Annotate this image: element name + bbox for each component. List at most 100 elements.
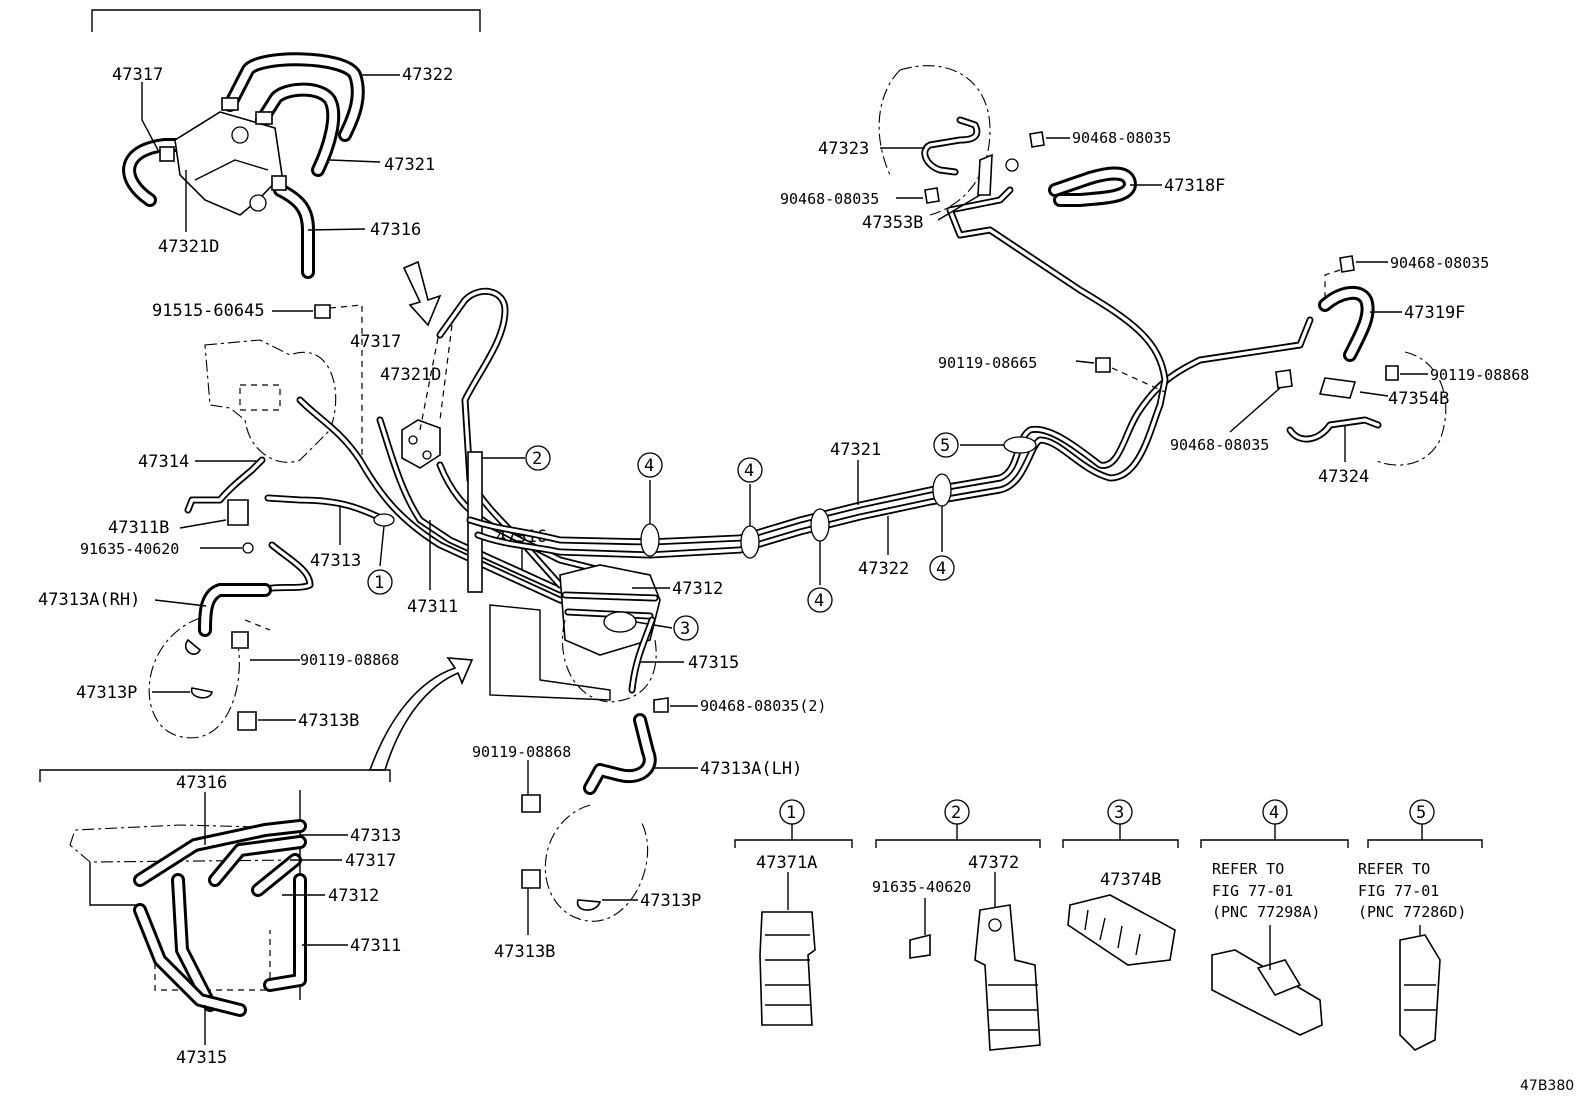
- label-90119-08868-left: 90119-08868: [300, 651, 399, 669]
- label-90468-08035-r3: 90468-08035: [1390, 254, 1489, 272]
- clip-90468-r3-icon: [1339, 255, 1355, 273]
- label-90468-08035-r2: 90468-08035: [780, 190, 879, 208]
- callout-4b-icon: [737, 457, 763, 483]
- label-inset-47312: 47312: [328, 886, 379, 906]
- bolt-91515-icon: [314, 304, 331, 319]
- callout-3-icon: [673, 615, 699, 641]
- label-47315-mid: 47315: [688, 653, 739, 673]
- clamp-77298A-shape: [1211, 949, 1323, 1036]
- label-inset-47315: 47315: [176, 1048, 227, 1068]
- label-47311B: 47311B: [108, 518, 169, 538]
- label-inset-47316: 47316: [176, 773, 227, 793]
- label-47314: 47314: [138, 452, 189, 472]
- label-inset-47317: 47317: [345, 851, 396, 871]
- master-cylinder-area: 91515-60645 47317 47321D 47314 47311B 91…: [80, 260, 453, 571]
- label-47353B: 47353B: [862, 213, 923, 233]
- label-90468-08035-r4: 90468-08035: [1170, 436, 1269, 454]
- lh-knuckle-outline: [544, 804, 649, 922]
- bolt-47313B-lh-icon: [521, 869, 541, 889]
- label-47321D-mid: 47321D: [380, 365, 441, 385]
- callout-2-icon: [525, 445, 551, 471]
- callout-5-text: 5: [940, 436, 950, 456]
- clamp-77286D-shape: [1399, 934, 1441, 1051]
- clamp-47372-shape: [974, 904, 1041, 1051]
- label-47313P-lh: 47313P: [640, 891, 701, 911]
- legend-2-bolt-icon: [909, 933, 931, 959]
- label-inset-47311: 47311: [350, 936, 401, 956]
- clamp-4a-marker: [640, 523, 660, 557]
- bundle-inset: 47316 47313 47317 47312 47311 47315: [39, 769, 401, 1068]
- rear-lower: 90468-08035 47319F 90119-08665 90119-088…: [938, 254, 1529, 487]
- rh-knuckle-outline: [148, 617, 240, 739]
- clip-90468-r4-icon: [1275, 369, 1293, 389]
- legend-5-line3: (PNC 77286D): [1358, 903, 1466, 921]
- label-47318F: 47318F: [1164, 176, 1225, 196]
- bracket-47354B: [1318, 377, 1357, 399]
- bolt-90119-lh-icon: [521, 794, 541, 813]
- legend-1-part: 47371A: [756, 853, 817, 873]
- label-91515-60645: 91515-60645: [152, 301, 265, 321]
- bolt-47313B-rh-icon: [237, 711, 257, 731]
- label-47312-mid: 47312: [672, 579, 723, 599]
- label-inset-47313: 47313: [350, 826, 401, 846]
- callout-1-text: 1: [374, 573, 384, 593]
- lh-front-hose: 47313A(LH) 90119-08868 47313P 47313B: [472, 713, 802, 962]
- callout-4d-text: 4: [936, 559, 946, 579]
- label-47321D-top: 47321D: [158, 237, 219, 257]
- callout-4a-text: 4: [644, 456, 654, 476]
- inset-bracket-top: [91, 9, 481, 32]
- callout-4b-text: 4: [744, 461, 754, 481]
- callout-2-text: 2: [532, 449, 542, 469]
- clip-47313P-lh: [576, 899, 602, 911]
- label-47322-main: 47322: [858, 559, 909, 579]
- label-47313B-lh: 47313B: [494, 942, 555, 962]
- clip-90468-r1-icon: [1029, 131, 1045, 148]
- callout-4c-icon: [807, 587, 833, 613]
- label-47316-top: 47316: [370, 220, 421, 240]
- label-47323: 47323: [818, 139, 869, 159]
- pipe-47314: [184, 456, 266, 514]
- bolt-90119-08665-icon: [1095, 357, 1111, 373]
- label-90468-08035-2: 90468-08035(2): [700, 697, 826, 715]
- rear-upper: 47323 90468-08035 90468-08035 47353B 473…: [780, 65, 1225, 233]
- label-47319F: 47319F: [1404, 303, 1465, 323]
- clamp-5-marker: [1003, 436, 1037, 454]
- clamp-4c-marker: [810, 508, 830, 542]
- clip-90468-icon: [653, 697, 669, 713]
- label-90468-08035-r1: 90468-08035: [1072, 129, 1171, 147]
- label-90119-08868-r: 90119-08868: [1430, 366, 1529, 384]
- label-47313A-RH: 47313A(RH): [38, 590, 140, 610]
- legend-5-num: 5: [1416, 803, 1426, 823]
- inset-bracket-bottom: [39, 769, 391, 782]
- inset-arrow-icon: [368, 657, 474, 771]
- legend-4-line1: REFER TO: [1212, 860, 1284, 878]
- pipe-bundle: 47311 47316 1 2 47312 3 47315 90468-0: [296, 287, 826, 771]
- legend-4-line3: (PNC 77298A): [1212, 903, 1320, 921]
- callout-4a-icon: [637, 452, 663, 478]
- legend-2-bolt: 91635-40620: [872, 878, 971, 896]
- clamp-4b-marker: [740, 525, 760, 559]
- label-47324: 47324: [1318, 467, 1369, 487]
- label-47354B: 47354B: [1388, 389, 1449, 409]
- bracket-47353B: [977, 153, 993, 196]
- callout-1-icon: [367, 569, 393, 595]
- clamp-legend: 1 47371A 2 47372 91635-40620 3 47374B 4 …: [734, 799, 1483, 1051]
- label-47313A-LH: 47313A(LH): [700, 759, 802, 779]
- label-47321-top: 47321: [384, 155, 435, 175]
- diagram-code: 47B380: [1520, 1078, 1574, 1094]
- legend-3-part: 47374B: [1100, 870, 1161, 890]
- valve-inset: 47317 47322 47321 47316 47321D: [91, 9, 481, 279]
- label-47313B-left: 47313B: [298, 711, 359, 731]
- legend-5-line2: FIG 77-01: [1358, 882, 1439, 900]
- rear-drum-lower-outline: [1374, 351, 1447, 466]
- legend-4-line2: FIG 77-01: [1212, 882, 1293, 900]
- clamp-4d-marker: [932, 473, 952, 507]
- rear-lines: 4 4 4 4 5 47321 47322: [466, 186, 1314, 613]
- label-47313P-left: 47313P: [76, 683, 137, 703]
- label-47322-top: 47322: [402, 65, 453, 85]
- label-47317-mid: 47317: [350, 332, 401, 352]
- label-90119-08868-lh: 90119-08868: [472, 743, 571, 761]
- bolt-90119-rh-icon: [231, 631, 249, 649]
